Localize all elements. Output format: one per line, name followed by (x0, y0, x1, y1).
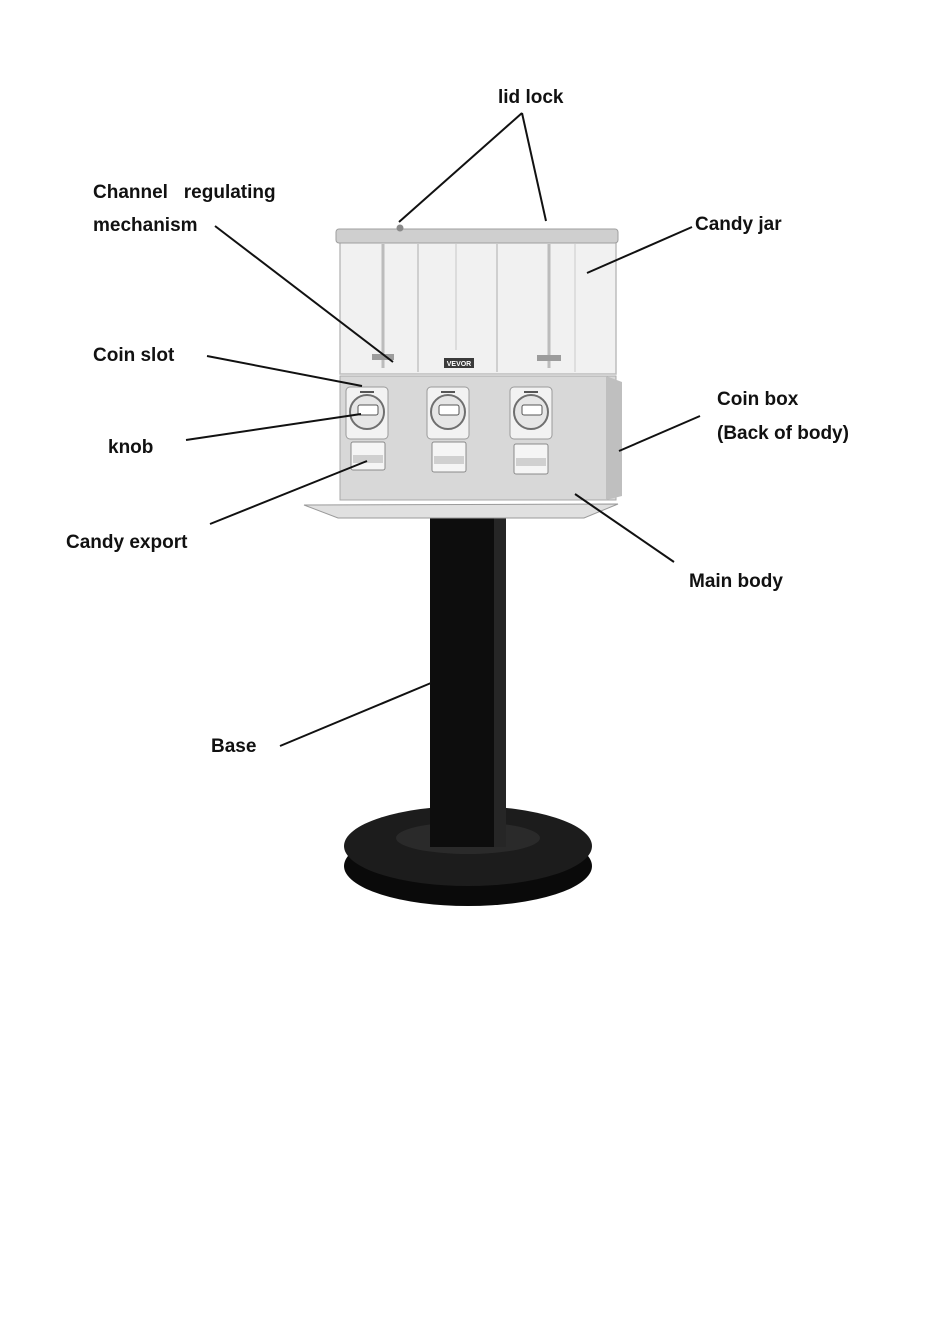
label-channel-line2: mechanism (93, 214, 198, 238)
label-candy-export: Candy export (66, 531, 187, 555)
leader-coin-slot (207, 356, 362, 386)
leader-lid-lock-right (522, 113, 546, 221)
label-knob: knob (108, 436, 153, 460)
label-base: Base (211, 735, 256, 759)
main-body-illustration (340, 376, 622, 500)
label-coin-slot: Coin slot (93, 344, 174, 368)
leader-lid-lock-left (399, 113, 522, 222)
leader-main-body (575, 494, 674, 562)
tray-illustration (304, 504, 618, 518)
leader-coin-box (619, 416, 700, 451)
label-coin-box-line1: Coin box (717, 388, 798, 412)
lid-illustration (336, 225, 618, 244)
label-main-body: Main body (689, 570, 783, 594)
label-lid-lock: lid lock (498, 86, 563, 110)
label-channel-line1: Channel regulating (93, 181, 276, 205)
brand-plate-text: VEVOR (447, 361, 472, 368)
leader-knob (186, 414, 361, 440)
leader-base (280, 683, 431, 746)
label-coin-box-line2: (Back of body) (717, 422, 849, 446)
label-candy-jar: Candy jar (695, 213, 782, 237)
